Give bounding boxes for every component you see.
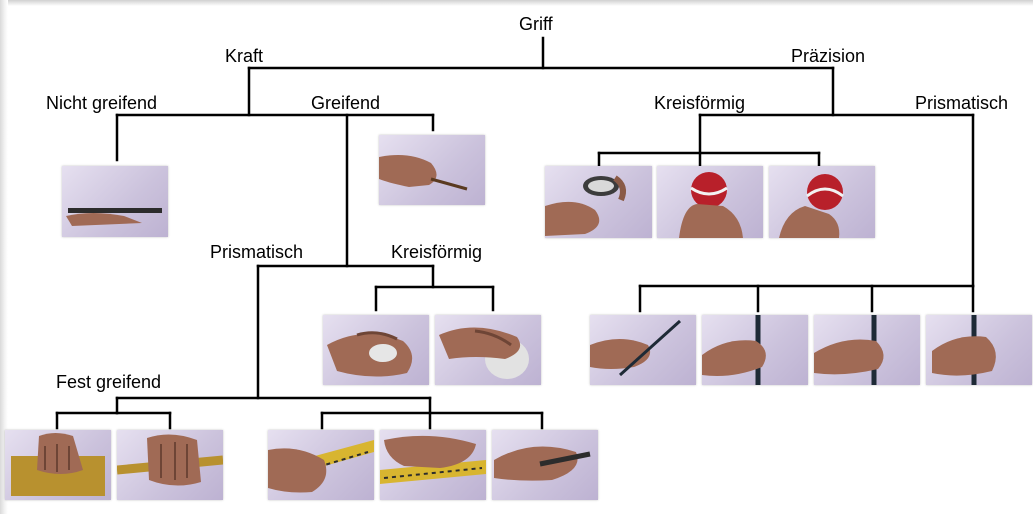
slide-left-edge	[0, 0, 8, 514]
label-power: Kraft	[225, 46, 264, 66]
photo-power-sphere	[435, 315, 541, 385]
label-precision: Präzision	[791, 46, 866, 66]
photo-precision-prismatic-2	[702, 315, 808, 385]
photo-heavy-wrap-large-2	[117, 430, 223, 500]
label-precision-circular: Kreisförmig	[654, 93, 746, 113]
photo-lateral-pinch	[379, 135, 485, 205]
photo-sphere-grasp-precision-2	[769, 166, 875, 238]
photo-medium-wrap-1	[268, 430, 374, 500]
label-precision-prismatic: Prismatisch	[915, 93, 1009, 113]
label-power-circular: Kreisförmig	[391, 242, 483, 262]
photo-heavy-wrap-large-1	[5, 430, 111, 500]
photo-precision-prismatic-4	[926, 315, 1032, 385]
photo-precision-prismatic-1	[590, 315, 696, 385]
photo-medium-wrap-2	[380, 430, 486, 500]
label-heavy-wrap: Fest greifend	[56, 372, 162, 392]
photo-power-disk	[323, 315, 429, 385]
label-root: Griff	[519, 14, 553, 34]
label-prehensile: Greifend	[311, 93, 381, 113]
photo-disk-grasp-precision	[545, 166, 652, 238]
photo-medium-wrap-3	[492, 430, 598, 500]
photo-precision-prismatic-3	[814, 315, 920, 385]
slide-top-edge	[8, 0, 1033, 6]
label-non-prehensile: Nicht greifend	[46, 93, 158, 113]
label-power-prismatic: Prismatisch	[210, 242, 304, 262]
photo-sphere-grasp-precision-1	[657, 166, 763, 238]
photo-platform-grasp	[62, 166, 168, 237]
